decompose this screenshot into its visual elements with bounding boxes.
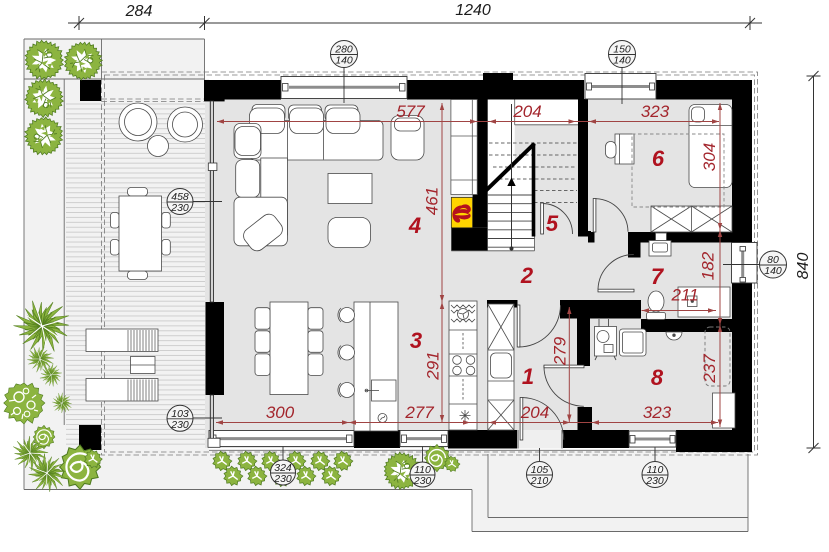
svg-text:230: 230 <box>413 475 432 487</box>
svg-text:6: 6 <box>652 146 665 171</box>
svg-text:80: 80 <box>767 254 779 266</box>
svg-text:277: 277 <box>404 403 434 422</box>
svg-text:280: 280 <box>334 44 353 56</box>
svg-text:110: 110 <box>414 464 431 476</box>
svg-text:300: 300 <box>266 403 295 422</box>
svg-text:577: 577 <box>396 102 425 121</box>
svg-text:230: 230 <box>170 202 189 214</box>
svg-text:3: 3 <box>410 328 422 353</box>
svg-text:461: 461 <box>423 187 442 215</box>
svg-text:237: 237 <box>700 354 719 384</box>
svg-text:2: 2 <box>520 263 534 288</box>
svg-text:230: 230 <box>645 475 664 487</box>
svg-text:150: 150 <box>613 44 631 56</box>
svg-text:204: 204 <box>512 102 541 121</box>
svg-text:103: 103 <box>171 408 189 420</box>
svg-text:105: 105 <box>531 464 549 476</box>
svg-text:1: 1 <box>522 364 534 389</box>
svg-text:840: 840 <box>795 253 812 280</box>
svg-text:323: 323 <box>643 403 672 422</box>
svg-text:291: 291 <box>424 351 443 380</box>
svg-text:8: 8 <box>651 365 664 390</box>
svg-text:324: 324 <box>274 462 292 474</box>
svg-text:458: 458 <box>171 191 189 203</box>
svg-text:140: 140 <box>764 265 782 277</box>
svg-text:1240: 1240 <box>455 2 491 19</box>
svg-text:323: 323 <box>641 102 670 121</box>
svg-text:211: 211 <box>670 286 698 305</box>
svg-text:7: 7 <box>651 264 665 289</box>
svg-text:182: 182 <box>699 251 718 280</box>
svg-text:284: 284 <box>125 3 153 20</box>
svg-text:140: 140 <box>613 55 631 67</box>
svg-text:210: 210 <box>530 475 549 487</box>
svg-text:279: 279 <box>551 336 570 366</box>
svg-text:304: 304 <box>700 143 719 171</box>
svg-text:204: 204 <box>520 403 549 422</box>
svg-text:5: 5 <box>546 211 559 236</box>
svg-text:230: 230 <box>273 473 292 485</box>
svg-text:4: 4 <box>408 213 421 238</box>
svg-text:230: 230 <box>170 419 189 431</box>
svg-text:140: 140 <box>335 55 353 67</box>
svg-text:110: 110 <box>647 464 664 476</box>
